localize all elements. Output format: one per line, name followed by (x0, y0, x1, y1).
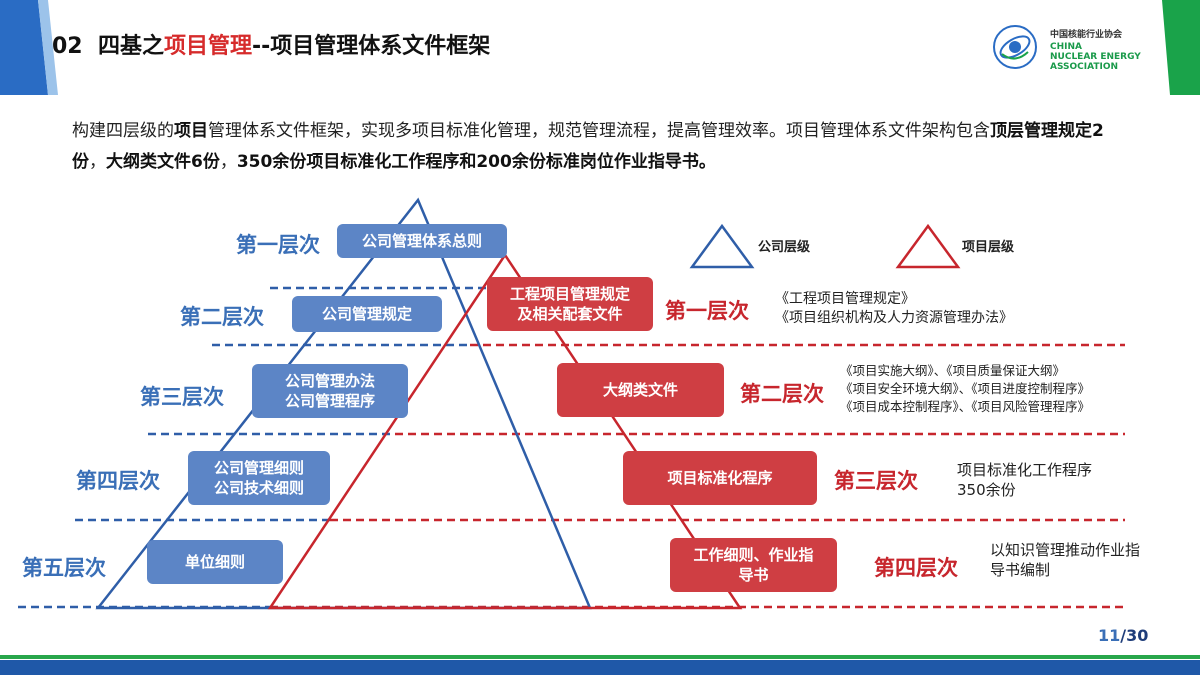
project-level-box: 工程项目管理规定 及相关配套文件 (487, 277, 653, 331)
company-level-label: 第五层次 (22, 556, 106, 580)
note-line: 以知识管理推动作业指 (990, 541, 1141, 559)
box-text: 公司管理细则 (213, 459, 304, 477)
intro-paragraph: 构建四层级的项目管理体系文件框架，实现多项目标准化管理，规范管理流程，提高管理效… (72, 116, 1132, 178)
project-level-label: 第四层次 (874, 556, 958, 580)
right-green-band (1162, 0, 1200, 95)
company-level-box: 公司管理细则 公司技术细则 (188, 451, 330, 505)
intro-bold: 项目 (174, 121, 208, 141)
page-current: 11 (1098, 626, 1121, 645)
intro-bold: 大纲类文件6份 (106, 152, 220, 172)
legend-project-triangle (895, 223, 961, 269)
title-prefix: 四基之 (97, 34, 164, 59)
title-suffix: --项目管理体系文件框架 (251, 34, 491, 59)
page-number: 11/30 (1098, 626, 1148, 645)
page-title: 02 四基之项目管理--项目管理体系文件框架 (52, 28, 490, 60)
logo-en-1: CHINA (1050, 42, 1082, 52)
note-line: 《工程项目管理规定》 (775, 291, 915, 307)
logo-cn: 中国核能行业协会 (1050, 30, 1123, 40)
box-text: 工程项目管理规定 (509, 285, 630, 303)
intro-text: ， (219, 152, 237, 172)
project-level-box: 工作细则、作业指 导书 (670, 538, 837, 592)
intro-bold: 350余份项目标准化工作程序和200余份标准岗位作业指导书。 (236, 152, 716, 172)
box-text: 工作细则、作业指 (693, 546, 814, 564)
left-blue-band (0, 0, 48, 95)
logo-en-3: ASSOCIATION (1050, 62, 1119, 72)
box-text: 公司管理规定 (321, 305, 412, 323)
project-level-label: 第三层次 (834, 469, 918, 493)
legend-company-triangle (689, 223, 755, 269)
company-level-box: 公司管理规定 (292, 296, 442, 332)
note-line: 350余份 (957, 481, 1016, 499)
left-light-band (38, 0, 58, 95)
note-line: 《项目安全环境大纲》、《项目进度控制程序》 (840, 381, 1091, 396)
box-text: 导书 (738, 566, 769, 584)
box-text: 公司管理办法 (284, 372, 375, 390)
legend-project-label: 项目层级 (962, 240, 1015, 255)
footer-green-band (0, 655, 1200, 659)
box-text: 项目标准化程序 (667, 469, 773, 487)
company-level-label: 第三层次 (140, 385, 224, 409)
project-level-notes: 以知识管理推动作业指 导书编制 (990, 540, 1140, 580)
box-text: 及相关配套文件 (517, 305, 623, 323)
company-level-label: 第一层次 (236, 233, 320, 257)
intro-bold: 顶层管理规定2份 (72, 121, 1104, 172)
project-level-label: 第一层次 (665, 299, 749, 323)
intro-text: 构建四层级的 (72, 121, 174, 141)
project-level-notes: 《工程项目管理规定》 《项目组织机构及人力资源管理办法》 (775, 290, 1013, 328)
note-line: 《项目成本控制程序》、《项目风险管理程序》 (840, 399, 1091, 414)
box-text: 公司技术细则 (213, 479, 304, 497)
box-text: 单位细则 (184, 553, 245, 571)
note-line: 导书编制 (990, 561, 1051, 579)
page-total: /30 (1120, 626, 1149, 645)
note-line: 项目标准化工作程序 (957, 461, 1093, 479)
project-level-box: 项目标准化程序 (623, 451, 817, 505)
company-level-box: 单位细则 (147, 540, 283, 584)
box-text: 公司管理体系总则 (361, 232, 482, 250)
intro-text: ， (89, 152, 106, 172)
project-level-label: 第二层次 (740, 382, 824, 406)
project-level-box: 大纲类文件 (557, 363, 724, 417)
project-level-notes: 《项目实施大纲》、《项目质量保证大纲》 《项目安全环境大纲》、《项目进度控制程序… (840, 362, 1090, 416)
company-level-box: 公司管理体系总则 (337, 224, 507, 258)
section-number: 02 (52, 34, 83, 59)
box-text: 公司管理程序 (284, 392, 375, 410)
footer-band (0, 660, 1200, 675)
company-level-box: 公司管理办法 公司管理程序 (252, 364, 408, 418)
association-logo-text: 中国核能行业协会 CHINA NUCLEAR ENERGY ASSOCIATIO… (1050, 30, 1141, 72)
title-highlight: 项目管理 (163, 34, 252, 59)
company-level-label: 第四层次 (76, 469, 160, 493)
note-line: 《项目实施大纲》、《项目质量保证大纲》 (840, 363, 1066, 378)
intro-text: 管理体系文件框架，实现多项目标准化管理，规范管理流程，提高管理效率。项目管理体系… (208, 121, 990, 141)
company-level-label: 第二层次 (180, 305, 264, 329)
project-level-notes: 项目标准化工作程序 350余份 (957, 460, 1092, 500)
legend-company-label: 公司层级 (758, 240, 811, 255)
logo-en-2: NUCLEAR ENERGY (1050, 52, 1141, 62)
box-text: 大纲类文件 (602, 381, 678, 399)
note-line: 《项目组织机构及人力资源管理办法》 (775, 310, 1013, 326)
association-logo-icon (993, 25, 1037, 69)
project-pyramid (267, 252, 743, 610)
